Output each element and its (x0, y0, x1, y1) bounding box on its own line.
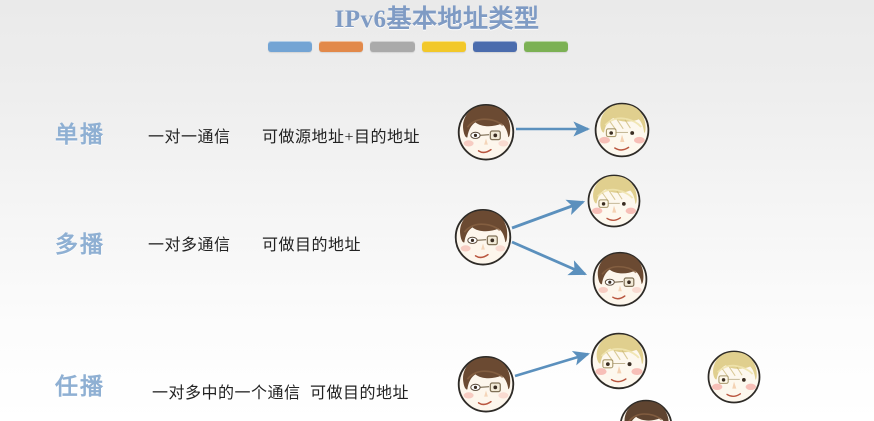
title-block: IPv6基本地址类型 (0, 0, 874, 36)
row-label-multicast: 多播 (55, 232, 105, 257)
row-desc2-anycast: 可做目的地址 (310, 385, 410, 402)
avatar-target-multicast-2 (590, 248, 650, 308)
color-bar-yellow (421, 41, 466, 52)
color-bar-blue (268, 41, 313, 52)
color-bar-orange (319, 41, 364, 52)
avatar-target-anycast-3 (617, 396, 675, 421)
avatar-target-anycast-1 (588, 330, 650, 392)
avatar-target-multicast-1 (585, 172, 643, 230)
avatar-target-anycast-2 (705, 348, 763, 406)
color-bar-gray (370, 41, 415, 52)
avatar-source-multicast (452, 205, 514, 267)
row-desc-unicast: 一对一通信 (148, 129, 231, 146)
row-desc-anycast: 一对多中的一个通信 (152, 385, 301, 402)
color-bar-green (523, 41, 569, 52)
color-bar-strip (268, 41, 569, 52)
page-title: IPv6基本地址类型 (334, 6, 540, 33)
row-label-anycast: 任播 (55, 374, 105, 399)
color-bar-navy (472, 41, 517, 52)
avatar-target-unicast-1 (592, 100, 652, 160)
avatar-source-unicast (455, 100, 517, 162)
row-desc2-multicast: 可做目的地址 (262, 237, 362, 254)
avatar-source-anycast (455, 352, 517, 414)
row-desc-multicast: 一对多通信 (148, 237, 231, 254)
row-desc2-unicast: 可做源地址+目的地址 (262, 129, 421, 146)
row-label-unicast: 单播 (55, 122, 105, 147)
